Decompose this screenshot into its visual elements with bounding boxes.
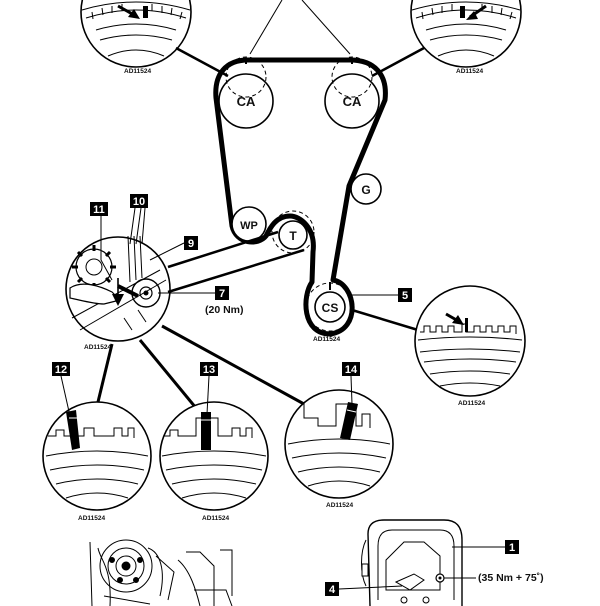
label-t: T xyxy=(289,229,297,243)
cover-bracket xyxy=(361,519,463,606)
callout-11: 11 xyxy=(90,202,113,281)
figure-code-tensioner-detail: AD11524 xyxy=(84,344,111,351)
callout-10: 10 xyxy=(129,194,148,245)
callout-7: 7 (20 Nm) xyxy=(158,286,244,316)
svg-text:12: 12 xyxy=(55,364,67,376)
guide-lines-top xyxy=(249,0,351,55)
detail-14: AD11524 xyxy=(284,389,394,509)
figure-code-detail-14: AD11524 xyxy=(326,502,353,509)
svg-text:14: 14 xyxy=(345,364,358,376)
detail-12: AD11524 xyxy=(42,401,152,522)
timing-belt xyxy=(213,57,388,337)
detail-crank-sprocket-mark: AD11524 xyxy=(414,285,526,407)
torque-bracket: (35 Nm + 75˚) xyxy=(478,572,544,584)
pulley-water-pump: WP xyxy=(231,206,267,242)
detail-top-right-cam: AD11524 xyxy=(410,0,522,75)
svg-text:1: 1 xyxy=(509,542,515,554)
leader-lines-bottom xyxy=(96,324,305,409)
label-ca-right: CA xyxy=(343,94,362,109)
callout-4: 4 xyxy=(325,582,403,596)
engine-front-partial xyxy=(89,539,233,606)
figure-code-detail-12: AD11524 xyxy=(78,515,105,522)
figure-code-top-left: AD11524 xyxy=(124,68,151,75)
label-ca-left: CA xyxy=(237,94,256,109)
svg-text:7: 7 xyxy=(219,288,225,300)
callout-5: 5 xyxy=(352,288,412,302)
detail-top-left-cam: AD11524 xyxy=(80,0,192,75)
torque-tensioner: (20 Nm) xyxy=(205,304,244,316)
pulley-crankshaft: CS AD11524 xyxy=(305,282,355,343)
leader-crank-detail xyxy=(351,308,419,332)
leader-lines-tensioner xyxy=(167,230,305,294)
svg-text:5: 5 xyxy=(402,290,408,302)
callout-1: 1 xyxy=(452,540,519,554)
pulley-idler: G xyxy=(350,173,382,205)
label-g: G xyxy=(361,183,370,197)
callout-12: 12 xyxy=(52,362,71,417)
callout-13: 13 xyxy=(200,362,218,415)
svg-text:9: 9 xyxy=(188,238,194,250)
detail-13: AD11524 xyxy=(159,401,269,522)
figure-code-top-right: AD11524 xyxy=(456,68,483,75)
callout-14: 14 xyxy=(342,362,360,405)
figure-code-crank-pulley: AD11524 xyxy=(313,336,340,343)
pulley-camshaft-left: CA xyxy=(218,56,274,129)
svg-text:10: 10 xyxy=(133,196,145,208)
figure-code-crank-detail: AD11524 xyxy=(458,400,485,407)
svg-text:11: 11 xyxy=(93,204,105,216)
pulley-tensioner: T xyxy=(271,210,315,254)
svg-text:13: 13 xyxy=(203,364,215,376)
label-wp: WP xyxy=(240,220,258,232)
figure-code-detail-13: AD11524 xyxy=(202,515,229,522)
label-cs: CS xyxy=(322,301,339,315)
svg-text:4: 4 xyxy=(329,584,336,596)
pulley-camshaft-right: CA xyxy=(324,56,380,129)
detail-tensioner: AD11524 xyxy=(65,235,171,351)
callout-9: 9 xyxy=(149,236,198,261)
